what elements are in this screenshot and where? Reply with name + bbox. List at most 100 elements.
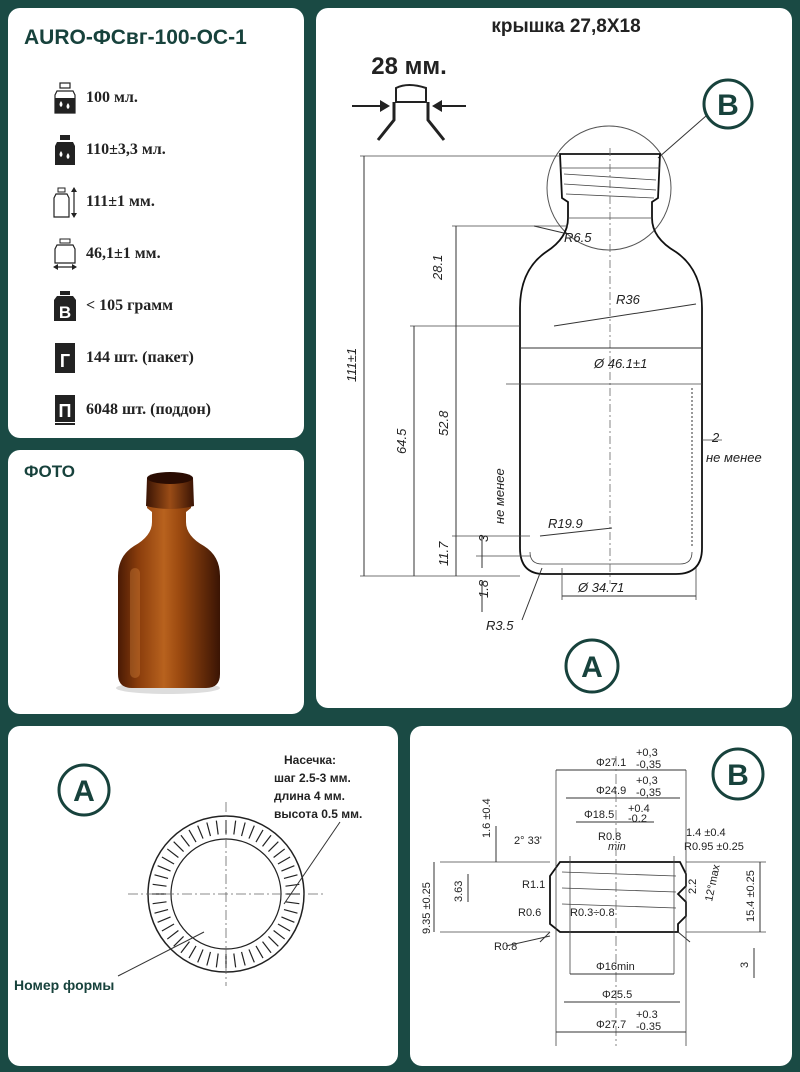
bottom-knurling-drawing: A Насечка: шаг 2.5-3 мм. длина 4 мм. выс… [14, 753, 362, 993]
knurl-tick [206, 822, 212, 837]
bottle-drawing-panel: крышка 27,8X18 28 мм. B [316, 8, 792, 708]
svg-text:+0,3: +0,3 [636, 775, 658, 787]
svg-text:В: В [59, 303, 71, 322]
svg-text:B: B [727, 759, 749, 792]
dim-3: 3 [476, 534, 491, 542]
neck-size-label: 28 мм. [371, 53, 447, 80]
knurl-tick [215, 820, 219, 835]
svg-text:-0.2: -0.2 [628, 813, 647, 825]
amber-bottle-photo [116, 472, 220, 694]
volume-drops-icon [54, 82, 76, 114]
full-volume-drops-icon [55, 135, 75, 165]
knurl-tick [268, 936, 279, 947]
knurl-tick [166, 848, 179, 858]
knurl-tick [180, 941, 190, 954]
knurl-tick [281, 865, 295, 872]
spec-volume-text: 100 мл. [86, 89, 138, 106]
photo-panel: ФОТО [8, 450, 304, 714]
dim-2: 2 [711, 430, 720, 445]
knurl-tick [166, 930, 179, 940]
svg-text:-0,35: -0,35 [636, 759, 661, 771]
spec-weight-text: < 105 грамм [86, 297, 174, 314]
spec-row-full-volume: 110±3,3 мл. [52, 134, 166, 166]
knurl-tick [173, 841, 184, 852]
knurl-tick [188, 945, 197, 959]
knurl-tick [268, 841, 279, 852]
knurl-tick [240, 822, 246, 837]
svg-text:1.6 ±0.4: 1.6 ±0.4 [481, 798, 493, 838]
knurl-tick [173, 936, 184, 947]
knurl-tick [197, 949, 204, 963]
dimension-lines [360, 155, 722, 621]
spec-row-pack: Г 144 шт. (пакет) [52, 342, 194, 374]
knurl-tick [161, 856, 175, 865]
svg-text:Φ18.5: Φ18.5 [584, 809, 614, 821]
spec-row-diameter: 46,1±1 мм. [52, 238, 161, 270]
dim-11-7: 11.7 [436, 541, 451, 566]
knurl-tick [180, 834, 190, 847]
marker-b: B [657, 78, 754, 159]
dim-1-8: 1.8 [476, 579, 491, 598]
knurl-tick [273, 848, 286, 858]
knurl-tick [281, 916, 295, 923]
notch-length: длина 4 мм. [274, 789, 345, 803]
svg-text:Φ27.1: Φ27.1 [596, 757, 626, 769]
dim-64-5: 64.5 [394, 428, 409, 454]
knurl-tick [255, 945, 264, 959]
spec-height-text: 111±1 мм. [86, 193, 155, 210]
svg-text:-0,35: -0,35 [636, 787, 661, 799]
mold-number-label: Номер формы [14, 977, 114, 993]
detail-b-panel: B Φ27.1 +0,3 -0,35 Φ24.9 +0,3 -0,35 Φ18.… [410, 726, 792, 1066]
svg-text:R0.3÷0.8: R0.3÷0.8 [570, 907, 615, 919]
pallet-letter-icon: П [55, 395, 75, 425]
svg-text:R0.8: R0.8 [598, 831, 621, 843]
knurl-tick [157, 916, 171, 923]
svg-text:9.35 ±0.25: 9.35 ±0.25 [421, 882, 433, 934]
svg-text:1.4 ±0.4: 1.4 ±0.4 [686, 827, 726, 839]
weight-letter-icon: В [54, 291, 76, 322]
svg-text:3: 3 [739, 962, 751, 968]
photo-label: ФОТО [24, 462, 75, 481]
neck-profile [433, 756, 766, 1046]
neck-finish-drawing: B Φ27.1 +0,3 -0,35 Φ24.9 +0,3 -0,35 Φ18.… [421, 747, 766, 1046]
height-arrow-icon [53, 187, 77, 218]
knurl-tick [206, 951, 212, 966]
knurl-tick [262, 834, 272, 847]
knurl-tick [248, 949, 255, 963]
dim-52-8: 52.8 [436, 410, 451, 436]
knurl-tick [255, 829, 264, 843]
knurl-tick [233, 953, 237, 968]
dim-d3471: Ø 34.71 [577, 580, 624, 595]
svg-text:15.4 ±0.25: 15.4 ±0.25 [745, 870, 757, 922]
svg-text:A: A [581, 651, 603, 684]
knurl-tick [273, 930, 286, 940]
svg-text:Φ27.7: Φ27.7 [596, 1019, 626, 1031]
svg-text:+0,3: +0,3 [636, 747, 658, 759]
knurl-tick [154, 874, 169, 880]
cap-label: крышка 27,8X18 [491, 16, 640, 37]
bottle-outline [519, 148, 703, 584]
notch-step: шаг 2.5-3 мм. [274, 771, 351, 785]
knurl-tick [283, 908, 298, 914]
svg-text:2° 33': 2° 33' [514, 835, 542, 847]
knurl-tick [152, 883, 167, 887]
knurl-tick [152, 901, 167, 905]
knurl-tick [161, 923, 175, 932]
svg-text:П: П [59, 401, 72, 421]
svg-text:min: min [608, 841, 626, 853]
dim-ne-menee-right: не менее [706, 450, 762, 465]
svg-text:+0.3: +0.3 [636, 1009, 658, 1021]
svg-text:R0.6: R0.6 [518, 907, 541, 919]
notch-title: Насечка: [284, 753, 336, 767]
knurl-tick [277, 923, 291, 932]
dimension-labels: R6.5 28.1 R36 Ø 46.1±1 111±1 64.5 52.8 2… [344, 230, 762, 633]
neck-clamp-icon [352, 84, 466, 141]
spec-row-weight: В < 105 грамм [52, 290, 173, 322]
spec-row-pallet: П 6048 шт. (поддон) [52, 394, 211, 426]
knurl-tick [262, 941, 272, 954]
knurl-tick [154, 908, 169, 914]
detail-b-marker: B [711, 747, 765, 801]
dim-111: 111±1 [344, 348, 359, 382]
dim-r199: R19.9 [548, 516, 583, 531]
knurl-tick [215, 953, 219, 968]
